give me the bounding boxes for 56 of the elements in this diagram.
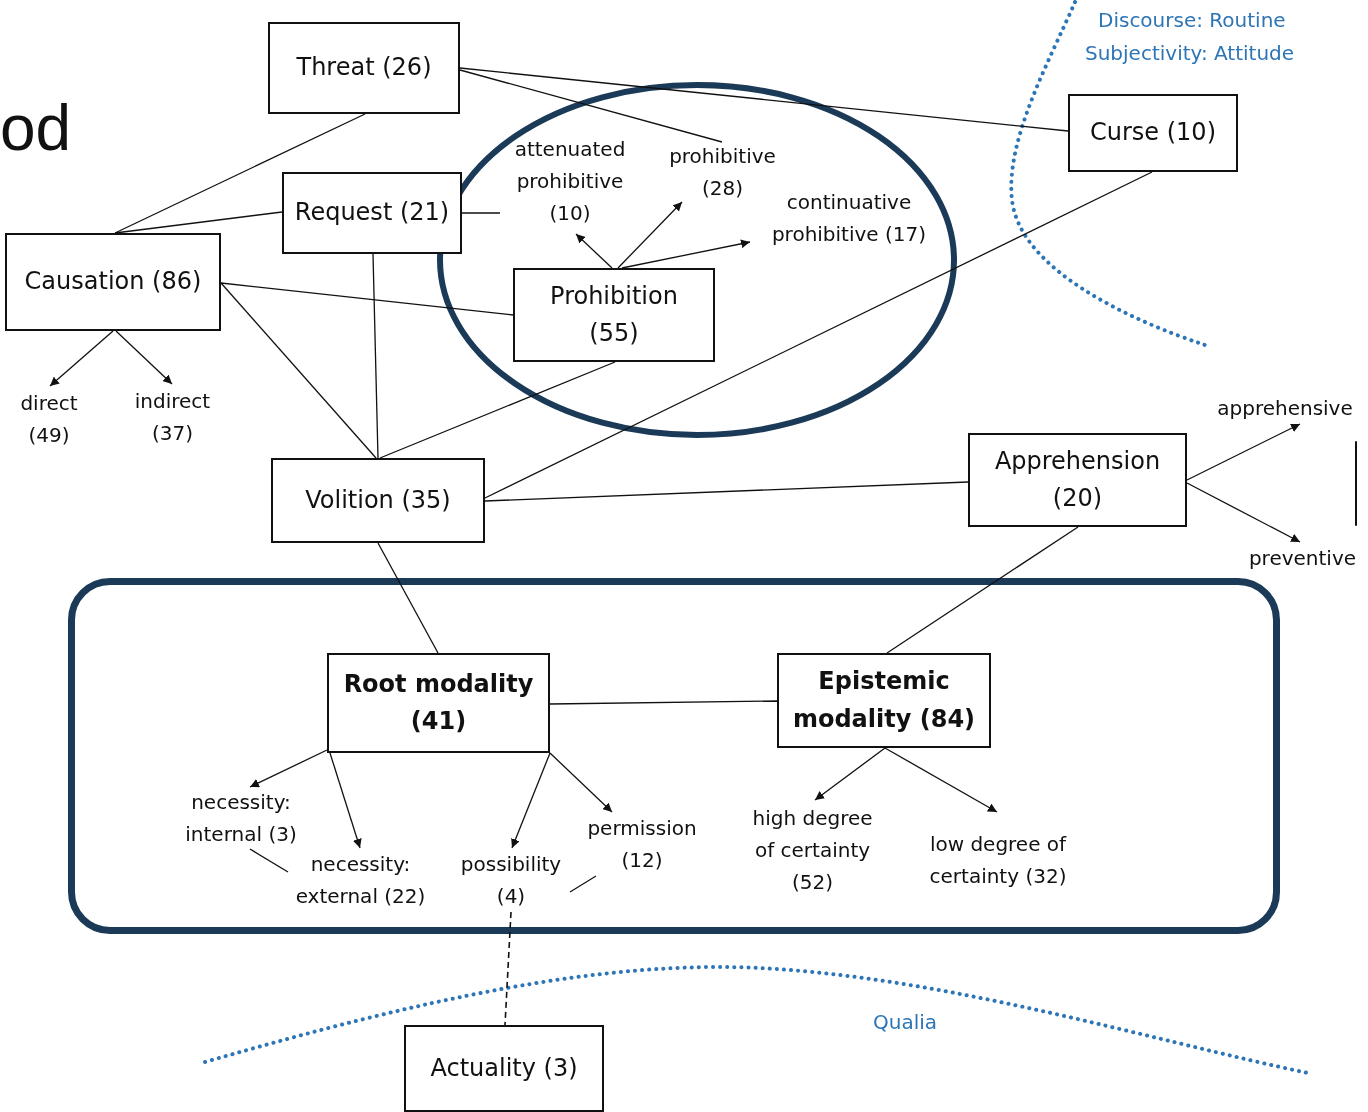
text-label: permission (12) xyxy=(578,812,706,876)
text-label: low degree of certainty (32) xyxy=(928,812,1068,908)
connector-line xyxy=(220,282,377,459)
connector-line xyxy=(459,69,723,143)
text-label: apprehensive xyxy=(1205,392,1365,424)
text-label: necessity: internal (3) xyxy=(175,787,307,849)
cut-off-heading-text: od xyxy=(0,96,72,160)
arrow xyxy=(549,752,613,813)
connector-line xyxy=(886,526,1079,654)
process-box: Actuality (3) xyxy=(404,1025,604,1112)
process-box: Volition (35) xyxy=(271,458,485,543)
arrow xyxy=(511,752,551,849)
process-box: Epistemic modality (84) xyxy=(777,653,991,748)
connector-line xyxy=(114,113,366,234)
text-label: indirect (37) xyxy=(125,384,220,450)
connector-line xyxy=(379,361,616,459)
arrow xyxy=(49,330,114,387)
arrow xyxy=(329,752,362,849)
process-box: Threat (26) xyxy=(268,22,460,114)
arrow xyxy=(884,747,998,813)
connector-line xyxy=(504,911,512,1026)
arrow xyxy=(575,233,613,269)
connector-line xyxy=(377,542,439,654)
connector-line xyxy=(461,212,501,214)
process-box: Prohibition (55) xyxy=(513,268,715,362)
arrow xyxy=(1186,423,1301,481)
arrow xyxy=(617,201,683,269)
connector-line xyxy=(549,700,778,705)
connector-line xyxy=(569,875,597,893)
connector-line xyxy=(220,282,514,316)
process-box: Curse (10) xyxy=(1068,94,1238,172)
process-box: Root modality (41) xyxy=(327,653,550,753)
region-label: Discourse: Routine xyxy=(1098,8,1286,32)
region-label: Subjectivity: Attitude xyxy=(1085,41,1295,65)
arrow xyxy=(115,330,173,385)
arrow xyxy=(621,239,751,269)
connector-line xyxy=(459,67,1069,132)
connector-line xyxy=(249,848,289,873)
connector-line xyxy=(372,253,379,459)
region-label: Qualia xyxy=(873,1010,938,1034)
process-box: Request (21) xyxy=(282,172,462,254)
text-label: possibility (4) xyxy=(452,848,570,912)
connector-line xyxy=(114,211,283,234)
arrow xyxy=(814,747,886,801)
arrow xyxy=(1186,482,1301,543)
text-label: high degree of certainty (52) xyxy=(740,800,885,900)
process-box: Causation (86) xyxy=(5,233,221,331)
text-label: attenuated prohibitive (10) xyxy=(500,128,640,234)
text-label: necessity: external (22) xyxy=(288,848,433,912)
arrow xyxy=(249,749,328,788)
text-label: preventive xyxy=(1240,542,1365,574)
text-label: direct (49) xyxy=(10,386,88,452)
process-box: Apprehension (20) xyxy=(968,433,1187,527)
connector-line xyxy=(484,171,1153,499)
connector-line xyxy=(484,481,969,502)
rounded-group-box xyxy=(68,578,1280,934)
